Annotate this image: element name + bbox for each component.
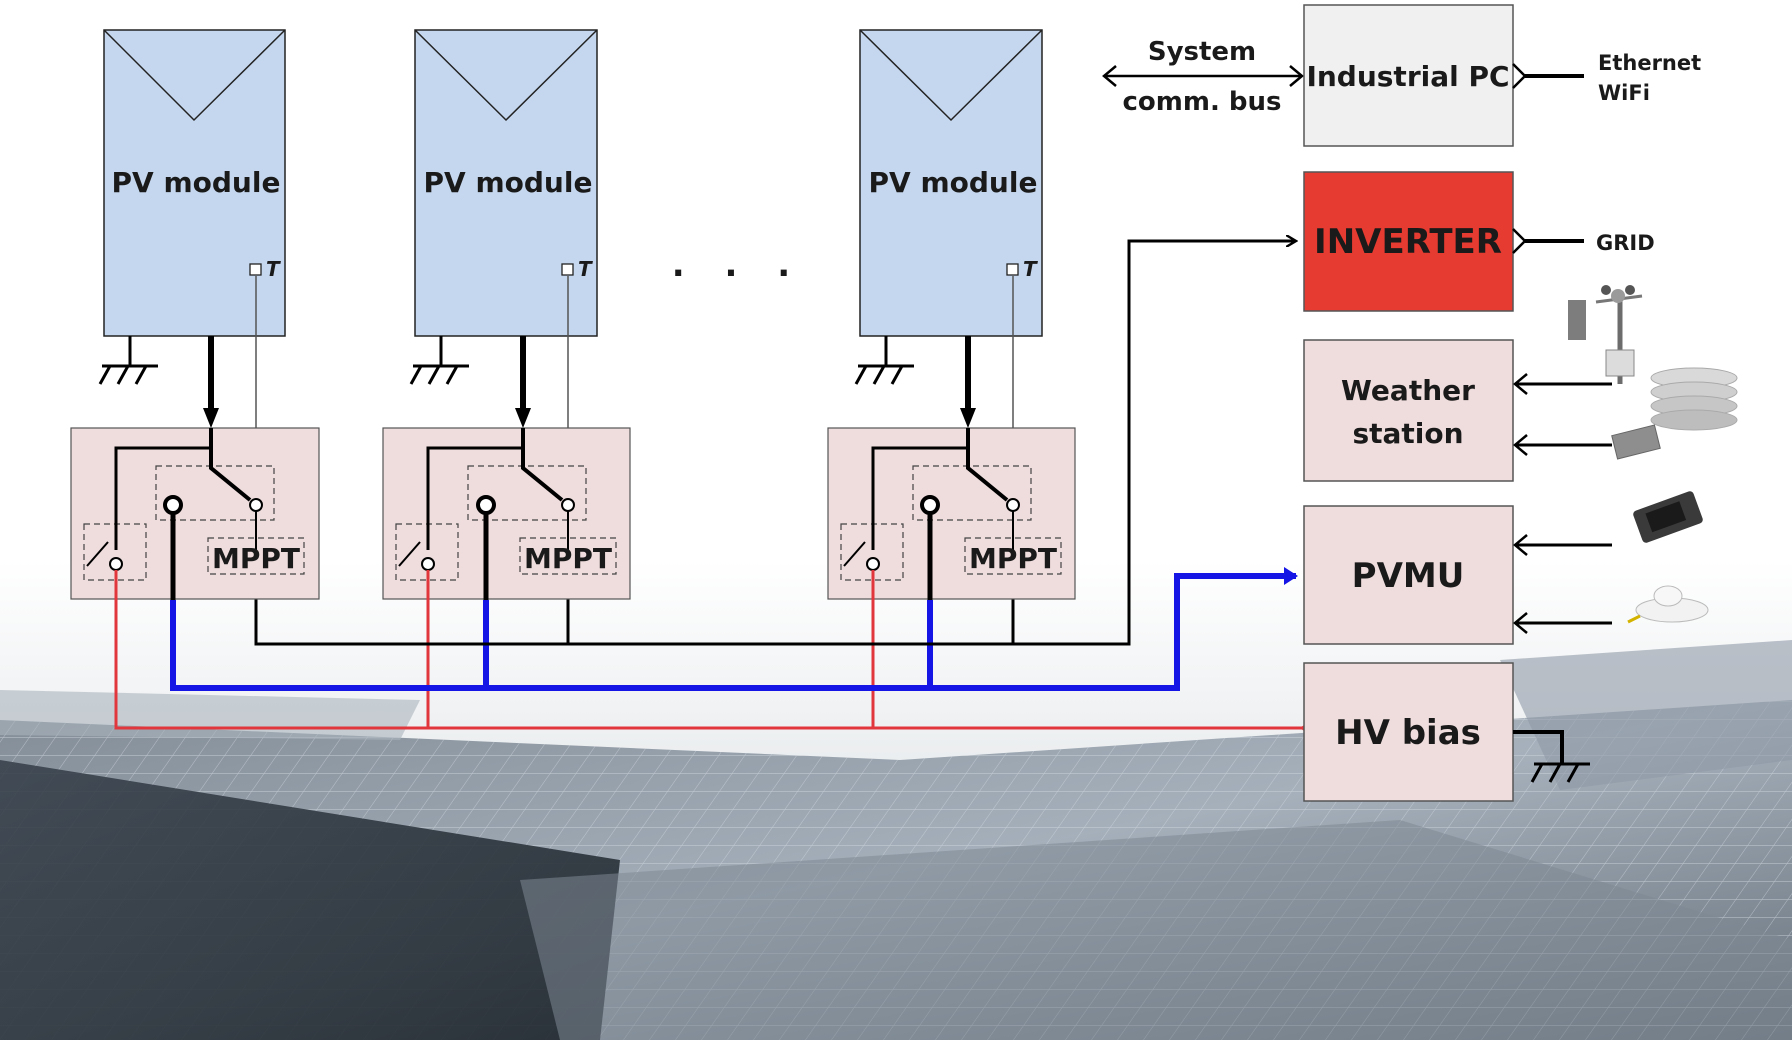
ground-icon: [854, 336, 914, 385]
pv-module-3: PV module T: [859, 29, 1043, 337]
hv-bias-label: HV bias: [1335, 713, 1481, 753]
weather-station-label-2: station: [1352, 417, 1463, 450]
weather-station-block: Weather station: [1303, 339, 1612, 482]
wifi-label: WiFi: [1598, 81, 1650, 105]
background-photo: [0, 560, 1792, 1040]
inverter-block: INVERTER GRID: [1303, 171, 1655, 312]
weather-station-label-1: Weather: [1341, 374, 1475, 407]
pv-module-label: PV module: [869, 166, 1038, 199]
ethernet-label: Ethernet: [1598, 51, 1701, 75]
pv-module-2: PV module T: [414, 29, 598, 337]
industrial-pc-label: Industrial PC: [1306, 60, 1509, 93]
rain-sensor-icon: [1611, 424, 1661, 460]
temperature-label: T: [578, 257, 593, 281]
industrial-pc-block: Industrial PC Ethernet WiFi: [1303, 4, 1701, 147]
switch-unit-3: MPPT: [827, 336, 1076, 600]
bus-label-line1: System: [1148, 37, 1256, 67]
mppt-label: MPPT: [969, 542, 1057, 575]
ground-icon: [409, 336, 469, 385]
pvmu-block: PVMU: [1303, 505, 1612, 645]
temperature-sensor-icon: [1006, 263, 1019, 276]
temperature-label: T: [266, 257, 281, 281]
pv-module-label: PV module: [112, 166, 281, 199]
mppt-label: MPPT: [212, 542, 300, 575]
grid-label: GRID: [1596, 231, 1655, 255]
pyranometer-icon: [1627, 585, 1709, 624]
pvmu-label: PVMU: [1352, 556, 1465, 596]
temperature-sensor-icon: [561, 263, 574, 276]
reference-cell-icon: [1633, 491, 1703, 543]
temperature-shield-icon: [1650, 367, 1738, 431]
hv-bias-block: HV bias: [1303, 662, 1590, 802]
pv-module-label: PV module: [424, 166, 593, 199]
ground-icon: [1530, 762, 1590, 783]
system-comm-bus: System comm. bus: [1102, 37, 1304, 117]
switch-unit-1: MPPT: [70, 336, 320, 600]
temperature-label: T: [1023, 257, 1038, 281]
temperature-sensor-icon: [249, 263, 262, 276]
bus-label-line2: comm. bus: [1123, 87, 1282, 117]
anemometer-icon: [1568, 285, 1643, 384]
mppt-label: MPPT: [524, 542, 612, 575]
ellipsis: . . .: [672, 245, 804, 285]
inverter-label: INVERTER: [1314, 222, 1502, 262]
switch-unit-2: MPPT: [382, 336, 631, 600]
ground-icon: [98, 336, 158, 385]
pv-module-1: PV module T: [103, 29, 286, 337]
temperature-wires: [255, 276, 1014, 428]
